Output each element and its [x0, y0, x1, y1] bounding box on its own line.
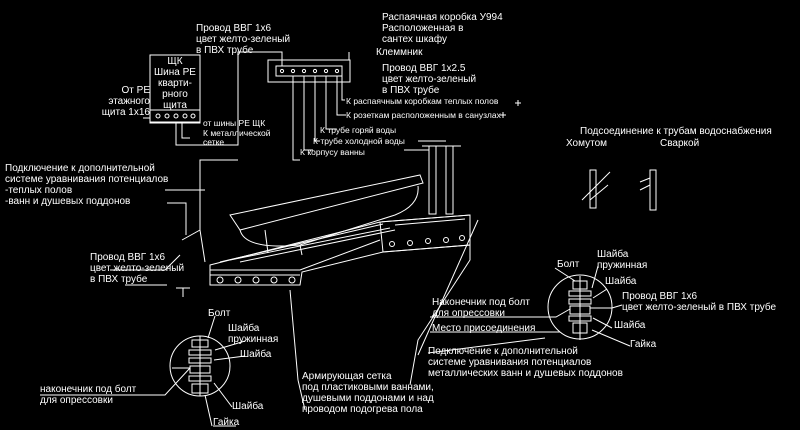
- terminal-block-label: Клеммник: [376, 47, 423, 58]
- washer-right-2-label: Шайба: [614, 320, 646, 331]
- left-leaders: [40, 287, 246, 427]
- hot-pipe-label: К трубе горяй воды: [320, 125, 397, 135]
- additional-top-label: Подключение к дополнительной системе ура…: [5, 163, 169, 207]
- panel-box: [149, 54, 201, 124]
- cold-pipe-label: К трубе холодной воды: [313, 136, 405, 146]
- water-pipes: [404, 140, 461, 215]
- vvg-25-label: Провод ВВГ 1х2.5 цвет желто-зеленый в ПВ…: [382, 63, 477, 96]
- spring-washer-right-label: Шайба пружинная: [597, 249, 648, 271]
- bolt-detail-left: [169, 335, 231, 397]
- pipe-connection-label: Подсоединение к трубам водоснабжения: [580, 126, 772, 137]
- panel-label: ЩК Шина РЕ кварти- рного щита: [154, 56, 196, 111]
- pe-bus-label: от шины РЕ ЩК К металлической сетке: [203, 118, 271, 147]
- outline-wire: [181, 159, 238, 241]
- washer-left-1-label: Шайба: [240, 349, 272, 360]
- nut-left-label: Гайка: [213, 417, 240, 428]
- weld-illustration: [639, 169, 657, 211]
- terminal-block: [275, 65, 343, 77]
- lug-right-label: Наконечник под болт для опрессовки: [432, 297, 530, 319]
- nut-right-label: Гайка: [630, 339, 657, 350]
- washer-right-1-label: Шайба: [605, 276, 637, 287]
- mesh-label: Армирующая сетка под пластиковыми ваннам…: [302, 371, 434, 415]
- vvg-top-label: Провод ВВГ 1х6 цвет желто-зеленый в ПВХ …: [196, 23, 291, 56]
- pe-bus-bar: [149, 109, 201, 123]
- attach-point-label: Место присоединения: [432, 323, 536, 334]
- additional-bottom-label: Подключение к дополнительной системе ура…: [428, 346, 623, 379]
- bath-body-label: К корпусу ванны: [300, 147, 365, 157]
- clamp-illustration: [581, 169, 611, 209]
- junction-box-label: Распаячная коробка У994 Расположенная в …: [382, 12, 503, 45]
- right-leaders: [427, 265, 631, 354]
- from-pe-label: От РЕ этажного щита 1х16: [101, 85, 150, 118]
- spring-washer-left-label: Шайба пружинная: [228, 323, 279, 345]
- to-sockets-label: К розеткам расположенным в санузлах: [346, 110, 501, 120]
- washer-left-2-label: Шайба: [232, 401, 264, 412]
- wire-panel-to-mesh: [181, 122, 190, 139]
- bolt-left-label: Болт: [208, 308, 231, 319]
- floor-slab: [209, 214, 471, 286]
- junction-box: [267, 59, 351, 83]
- bathtub: [229, 174, 424, 256]
- bolt-detail-right: [547, 274, 613, 340]
- clamp-label: Хомутом: [566, 138, 608, 149]
- junction-wires: [292, 76, 346, 161]
- vvg-left-label: Провод ВВГ 1х6 цвет желто-зеленый в ПВХ …: [90, 252, 185, 285]
- lug-left-label: наконечник под болт для опрессовки: [40, 384, 137, 406]
- to-floor-boxes-label: К распаячным коробкам теплых полов: [346, 96, 499, 106]
- bolt-right-label: Болт: [557, 259, 580, 270]
- vvg-right-label: Провод ВВГ 1х6 цвет желто-зеленый в ПВХ …: [622, 291, 777, 313]
- long-leaders: [110, 189, 479, 411]
- weld-label: Сваркой: [660, 138, 700, 149]
- wire-panel-to-box: [175, 51, 283, 146]
